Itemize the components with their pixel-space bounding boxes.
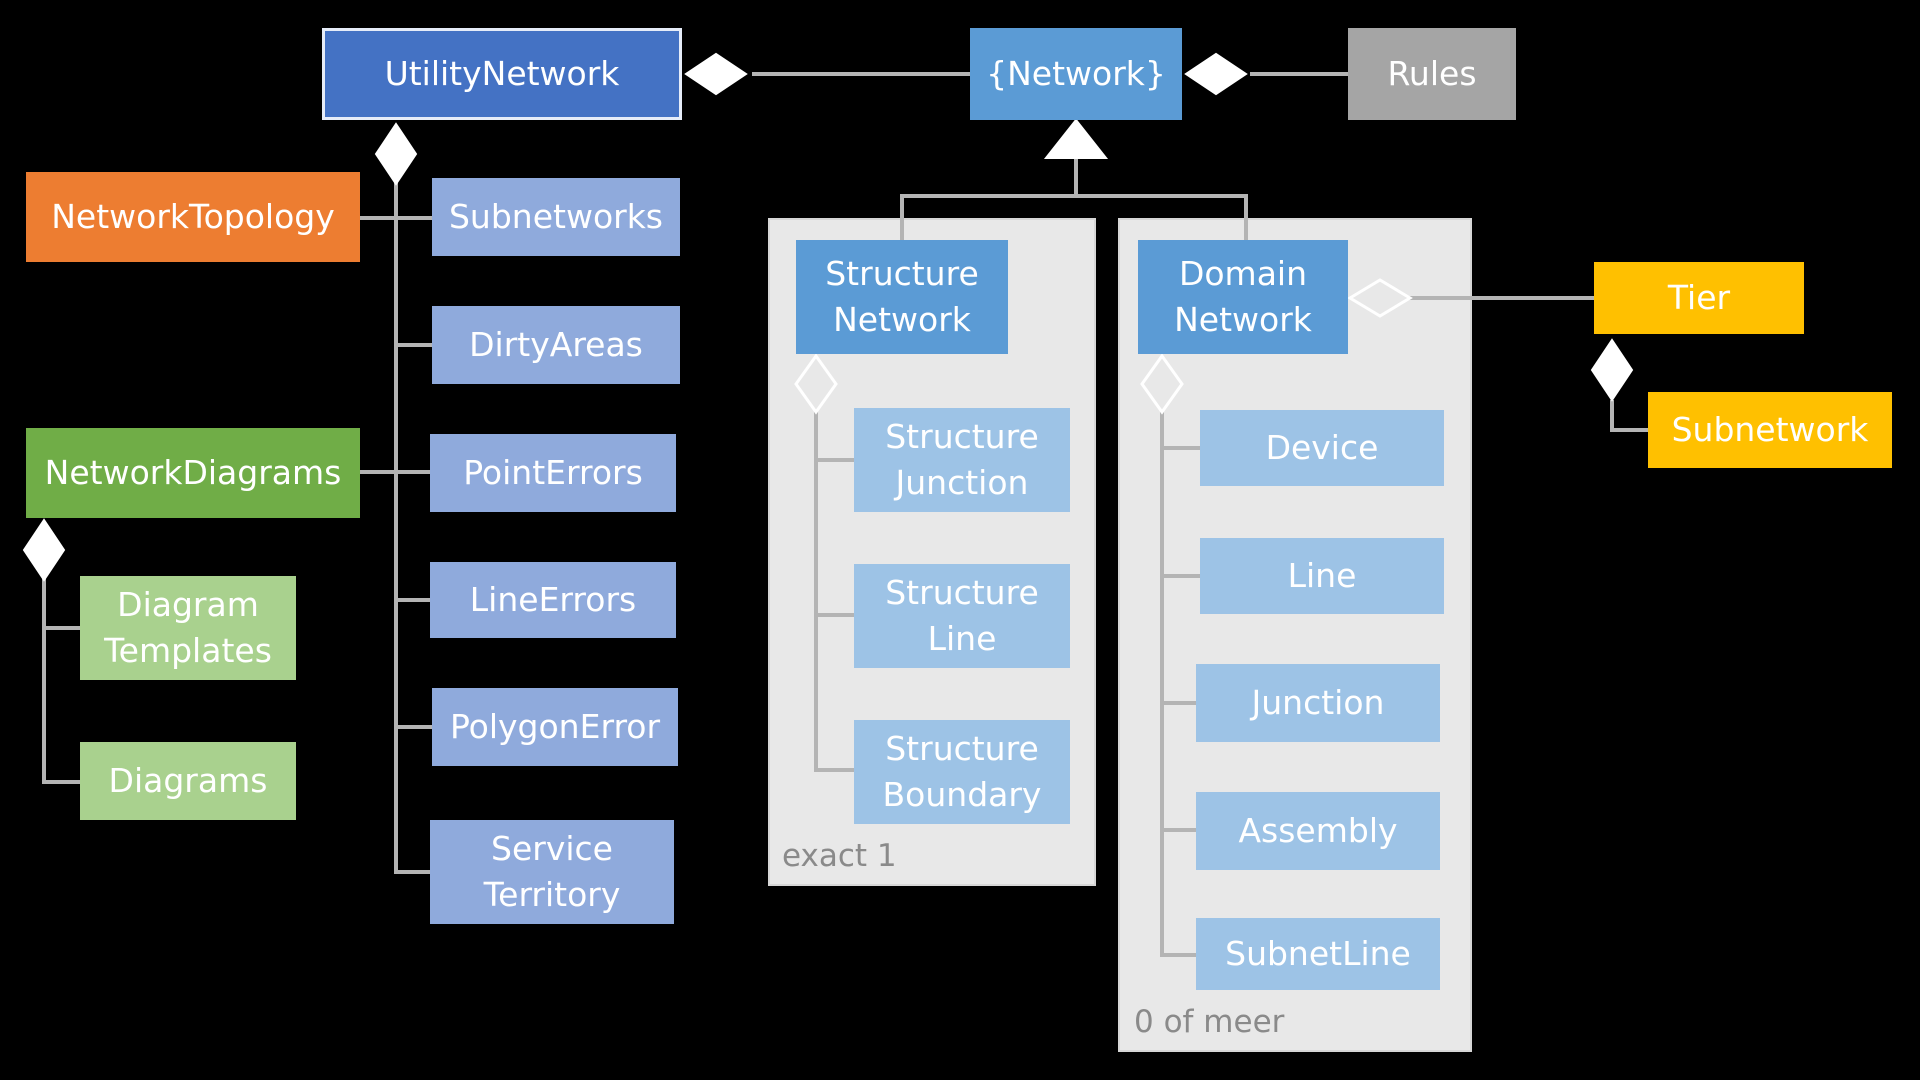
composition-diamond-utility-trunk [374,122,418,186]
structure-boundary-box[interactable]: Structure Boundary [854,720,1070,824]
aggregation-diamond-network-rules [1184,52,1248,96]
composition-diamond-tier-subnetwork [1590,338,1634,402]
domain-panel-multiplicity-label: 0 of meer [1134,1004,1285,1040]
subnetwork-box[interactable]: Subnetwork [1648,392,1892,468]
dirty-areas-box[interactable]: DirtyAreas [432,306,680,384]
subnet-line-box[interactable]: SubnetLine [1196,918,1440,990]
point-errors-box[interactable]: PointErrors [430,434,676,512]
polygon-error-box[interactable]: PolygonError [432,688,678,766]
structure-junction-box[interactable]: Structure Junction [854,408,1070,512]
composition-diamond-network-diagrams [22,518,66,582]
tier-box[interactable]: Tier [1594,262,1804,334]
generalization-triangle [1043,118,1109,159]
connector-domain-trunk [1160,406,1196,957]
utility-network-box[interactable]: UtilityNetwork [322,28,682,120]
device-box[interactable]: Device [1200,410,1444,486]
network-topology-box[interactable]: NetworkTopology [26,172,360,262]
assembly-box[interactable]: Assembly [1196,792,1440,870]
diagram-templates-box[interactable]: Diagram Templates [80,576,296,680]
junction-box[interactable]: Junction [1196,664,1440,742]
network-diagrams-box[interactable]: NetworkDiagrams [26,428,360,518]
service-territory-box[interactable]: Service Territory [430,820,674,924]
domain-network-panel: 0 of meer [1118,218,1472,1052]
aggregation-diamond-domain-tier [1347,278,1413,318]
network-box[interactable]: {Network} [970,28,1182,120]
connector-diagrams-trunk [42,577,80,784]
aggregation-diamond-utility-network [684,52,748,96]
aggregation-diamond-domain-network [1140,353,1184,415]
domain-network-box[interactable]: Domain Network [1138,240,1348,354]
diagrams-box[interactable]: Diagrams [80,742,296,820]
aggregation-diamond-structure-network [794,353,838,415]
line-errors-box[interactable]: LineErrors [430,562,676,638]
structure-line-box[interactable]: Structure Line [854,564,1070,668]
line-box[interactable]: Line [1200,538,1444,614]
connector-structure-trunk [814,406,854,772]
structure-panel-multiplicity-label: exact 1 [782,838,897,874]
rules-box[interactable]: Rules [1348,28,1516,120]
connector-tier-subnetwork [1610,400,1648,432]
connector-utility-trunk [394,182,430,874]
subnetworks-box[interactable]: Subnetworks [432,178,680,256]
structure-network-box[interactable]: Structure Network [796,240,1008,354]
